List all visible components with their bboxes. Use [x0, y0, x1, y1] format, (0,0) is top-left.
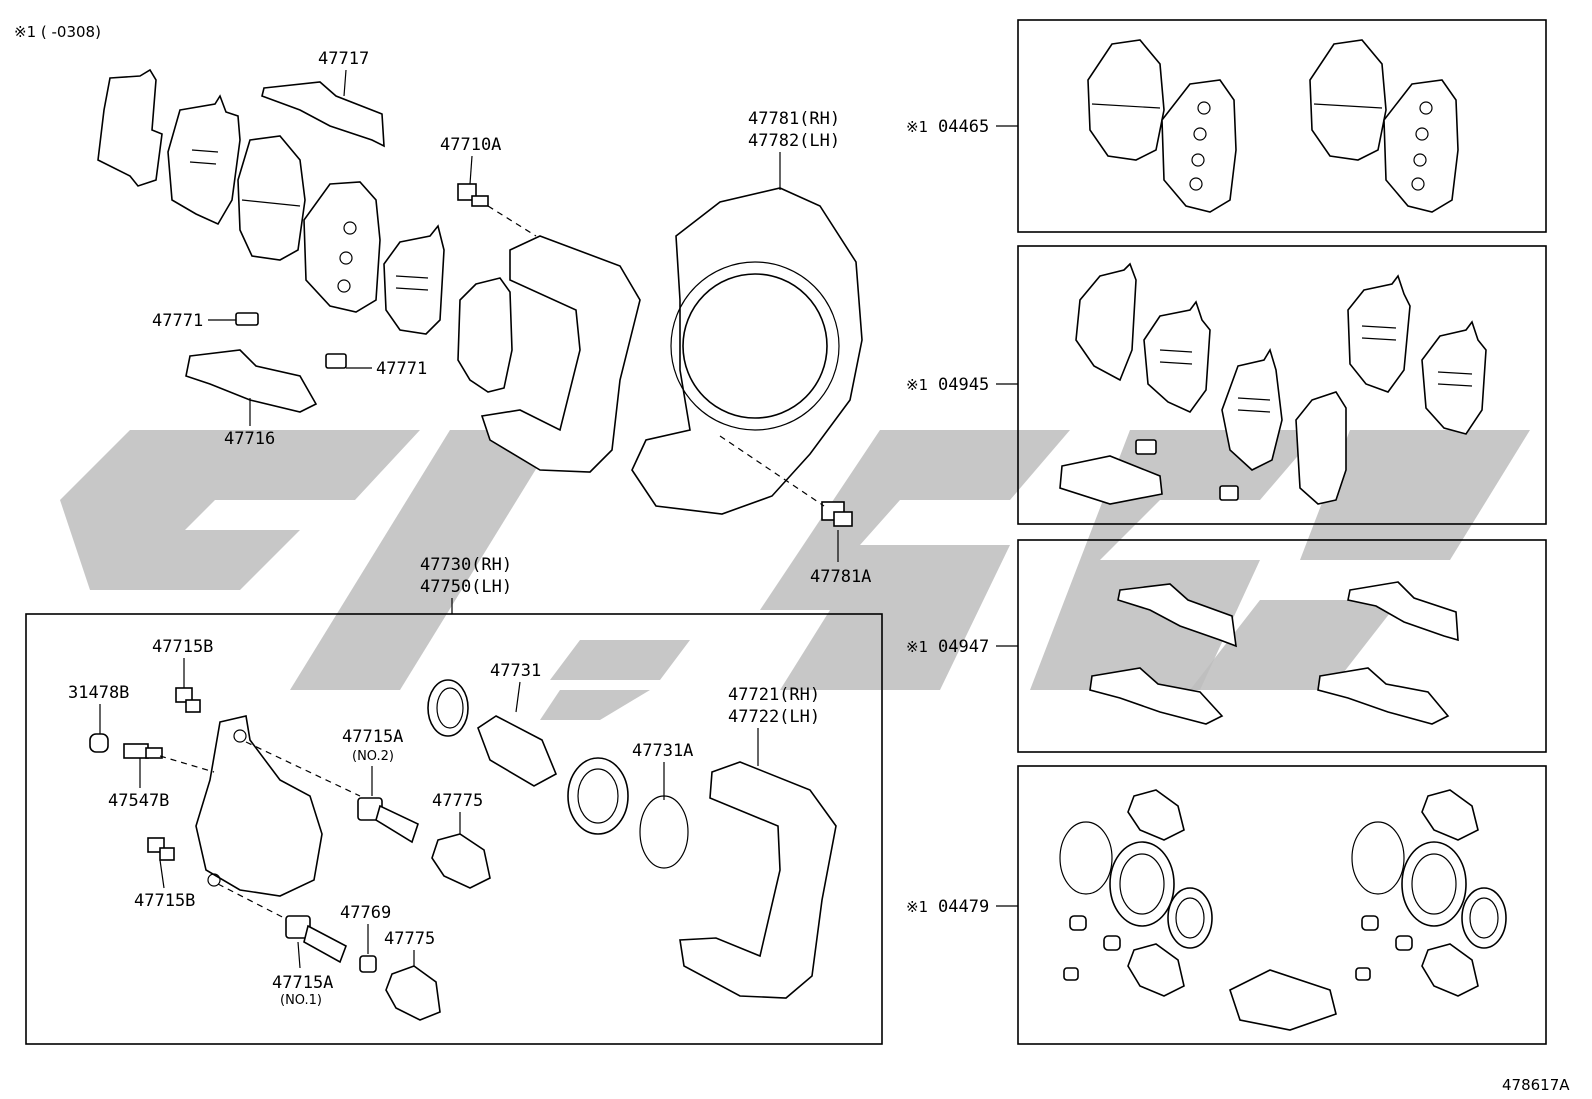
kit-label-04479: ※1 04479 [906, 897, 1018, 917]
kit-code-04479: 04479 [938, 897, 989, 917]
slide-pin-boot-b [385, 965, 441, 1021]
slide-bushing-47769 [359, 955, 377, 973]
dust-cover-bolt-47781a [821, 501, 853, 527]
label-47547b: 47547B [108, 791, 169, 811]
piston-seal-ring [427, 679, 469, 737]
disc-dust-cover [631, 187, 863, 515]
brake-pad-inner [303, 181, 381, 313]
label-47730-rh: 47730(RH) [420, 555, 512, 575]
kit-label-04465: ※1 04465 [906, 117, 1018, 137]
label-47721-rh: 47721(RH) [728, 685, 820, 705]
label-47715a-no2: 47715A [342, 727, 403, 747]
kit-box-04945 [1017, 245, 1547, 525]
slide-pin-boot-a [431, 833, 491, 889]
pad-support-plate-upper [261, 81, 385, 148]
kit-mark-04947: ※1 [906, 638, 928, 656]
pad-wear-clip-b [325, 353, 347, 369]
kit-label-04945: ※1 04945 [906, 375, 1018, 395]
bleeder-plug-47715b-lower [147, 837, 175, 861]
watermark [60, 430, 1530, 720]
label-47781-rh: 47781(RH) [748, 109, 840, 129]
kit-04479-seal-kit [1059, 789, 1507, 1031]
bleeder-cap-31478b [89, 733, 109, 753]
caliper-assembly-box [25, 613, 883, 1045]
label-47782-lh: 47782(LH) [748, 131, 840, 151]
figure-id: 478617A [1502, 1076, 1570, 1094]
label-47715a-no1: 47715A [272, 973, 333, 993]
label-no1: (NO.1) [280, 993, 322, 1008]
kit-mark-04479: ※1 [906, 898, 928, 916]
leader-47715b-bot [159, 859, 165, 889]
label-47717: 47717 [318, 49, 369, 69]
label-no2: (NO.2) [352, 749, 394, 764]
caliper-leader-c [217, 883, 293, 923]
shim-inner [383, 224, 445, 335]
bolt-leader [487, 205, 537, 237]
kit-code-04947: 04947 [938, 637, 989, 657]
cylinder-boot [567, 757, 629, 835]
brake-pad-outer [237, 135, 306, 261]
label-47722-lh: 47722(LH) [728, 707, 820, 727]
leader-47710a [469, 155, 473, 185]
kit-04947-support-plates [1089, 581, 1459, 725]
label-47775-b: 47775 [384, 929, 435, 949]
leader-47715a-no1 [297, 941, 301, 969]
kit-04465-pad-set-a [1087, 39, 1237, 213]
kit-code-04465: 04465 [938, 117, 989, 137]
slide-pin-no2 [357, 797, 419, 844]
pad-wear-clip-a [235, 312, 259, 326]
header-note: ※1 ( -0308) [14, 23, 101, 41]
anti-squeal-shim-outer [97, 68, 163, 187]
label-47769: 47769 [340, 903, 391, 923]
label-47775-a: 47775 [432, 791, 483, 811]
label-47750-lh: 47750(LH) [420, 577, 512, 597]
kit-code-04945: 04945 [938, 375, 989, 395]
kit-04945-shims [1059, 262, 1487, 505]
anti-squeal-shim-inner [457, 277, 513, 393]
caliper-body [195, 715, 323, 897]
kit-04465-pad-set-b [1309, 39, 1459, 213]
label-47771-a: 47771 [152, 311, 203, 331]
boot-set-ring [639, 795, 689, 869]
bleeder-screw-47547b [123, 743, 163, 759]
label-47715b-bot: 47715B [134, 891, 195, 911]
caliper-mounting-support [679, 761, 837, 999]
label-47710a: 47710A [440, 135, 501, 155]
caliper-mounting-bracket [480, 235, 641, 473]
slide-pin-no1 [285, 915, 347, 964]
label-47771-b: 47771 [376, 359, 427, 379]
pad-support-plate-lower [185, 349, 318, 413]
caliper-bolt-47710a [457, 183, 489, 207]
leader-47717 [343, 69, 347, 97]
label-47731: 47731 [490, 661, 541, 681]
cover-bolt-leader [719, 435, 825, 507]
label-47781a: 47781A [810, 567, 871, 587]
shim-plate [167, 94, 241, 226]
kit-mark-04945: ※1 [906, 376, 928, 394]
kit-label-04947: ※1 04947 [906, 637, 1018, 657]
label-47731a: 47731A [632, 741, 693, 761]
caliper-leader-a [159, 755, 215, 773]
caliper-piston [477, 715, 558, 787]
leader-47731 [515, 681, 521, 713]
label-47716: 47716 [224, 429, 275, 449]
label-47715b-top: 47715B [152, 637, 213, 657]
kit-box-04479 [1017, 765, 1547, 1045]
bleeder-plug-47715b [175, 687, 201, 713]
label-31478b: 31478B [68, 683, 129, 703]
kit-mark-04465: ※1 [906, 118, 928, 136]
